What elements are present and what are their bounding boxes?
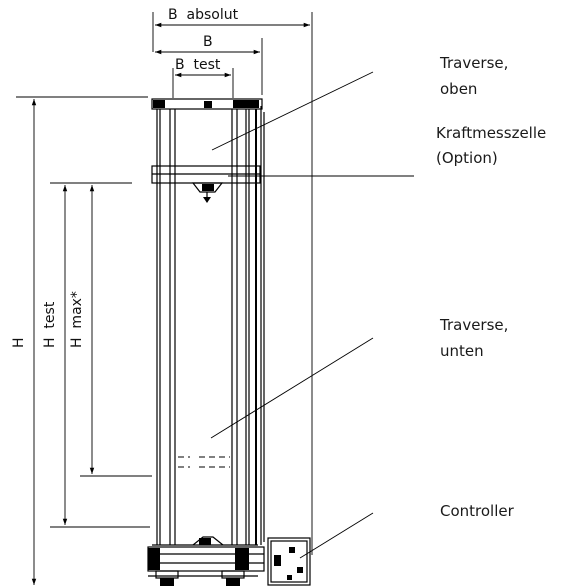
- test-frame: [147, 98, 311, 586]
- leader-controller: [299, 512, 374, 559]
- label-traverse-oben: Traverse, oben: [439, 54, 513, 98]
- dim-b-test-label: B test: [175, 57, 221, 73]
- top-crosshead: [151, 98, 263, 110]
- dim-h: H: [11, 96, 148, 585]
- dim-h-test: H test: [42, 182, 150, 528]
- dim-h-max: H max*: [69, 185, 152, 477]
- leader-traverse-oben: [211, 71, 374, 151]
- controller-box: [267, 537, 311, 586]
- dim-b-absolut-label: B absolut: [168, 7, 239, 23]
- label-kraftmesszelle: Kraftmesszelle (Option): [436, 124, 551, 167]
- dim-h-label: H: [11, 337, 27, 348]
- lower-crosshead: [178, 456, 230, 468]
- leader-traverse-unten: [210, 337, 374, 439]
- dim-b: B: [155, 34, 263, 95]
- dim-b-absolut: B absolut: [152, 7, 313, 555]
- base-frame: [147, 536, 265, 586]
- dim-h-max-label: H max*: [69, 291, 85, 348]
- label-controller: Controller: [440, 502, 515, 520]
- dim-b-test: B test: [172, 57, 234, 98]
- label-traverse-unten: Traverse, unten: [439, 316, 513, 360]
- dim-h-test-label: H test: [42, 301, 58, 348]
- dim-b-label: B: [203, 34, 213, 50]
